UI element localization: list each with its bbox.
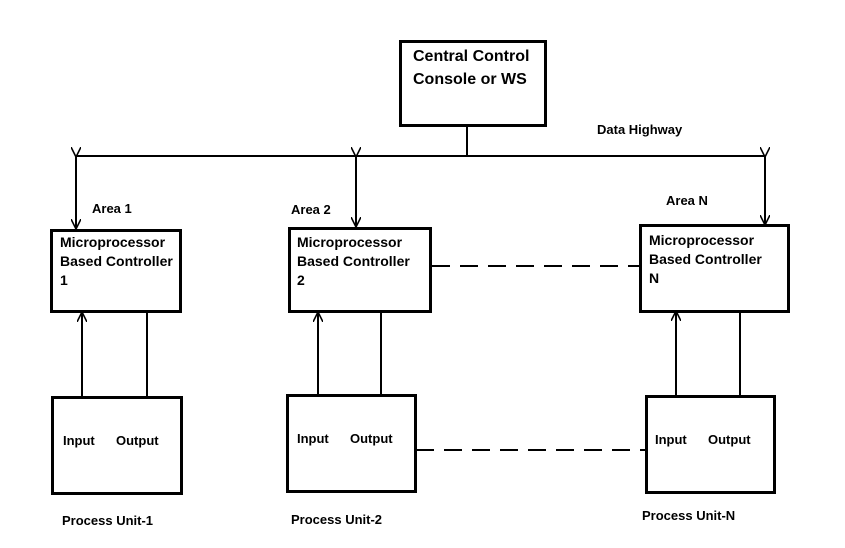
controller-2-line2: Based Controller [297,253,410,269]
process-unit-2-input-label: Input [297,431,329,446]
process-unit-1-caption: Process Unit-1 [62,513,154,528]
process-unit-2-output-label: Output [350,431,393,446]
controller-1-line1: Microprocessor [60,234,166,250]
process-unit-1-input-label: Input [63,433,95,448]
controller-2-line1: Microprocessor [297,234,403,250]
area1-label: Area 1 [92,201,132,216]
process-unit-n-input-label: Input [655,432,687,447]
controller-2-line3: 2 [297,272,305,288]
process-unit-box-1 [51,396,183,495]
controller-box-2 [288,227,432,313]
controller-n-line1: Microprocessor [649,232,755,248]
process-unit-box-2 [286,394,417,493]
process-unit-n-caption: Process Unit-N [642,508,736,523]
process-unit-n-output-label: Output [708,432,751,447]
central-console-line2: Console or WS [413,71,527,88]
controller-box-1 [50,229,182,313]
controller-1-line3: 1 [60,272,68,288]
process-unit-1-output-label: Output [116,433,159,448]
area2-label: Area 2 [291,202,331,217]
controller-n-line2: Based Controller [649,251,762,267]
data-highway-label: Data Highway [597,122,683,137]
process-unit-2-caption: Process Unit-2 [291,512,383,527]
central-console-box [399,40,547,127]
areaN-label: Area N [666,193,708,208]
controller-box-n [639,224,790,313]
central-console-line1: Central Control [413,48,530,65]
controller-n-line3: N [649,270,660,286]
process-unit-box-n [645,395,776,494]
controller-1-line2: Based Controller [60,253,173,269]
